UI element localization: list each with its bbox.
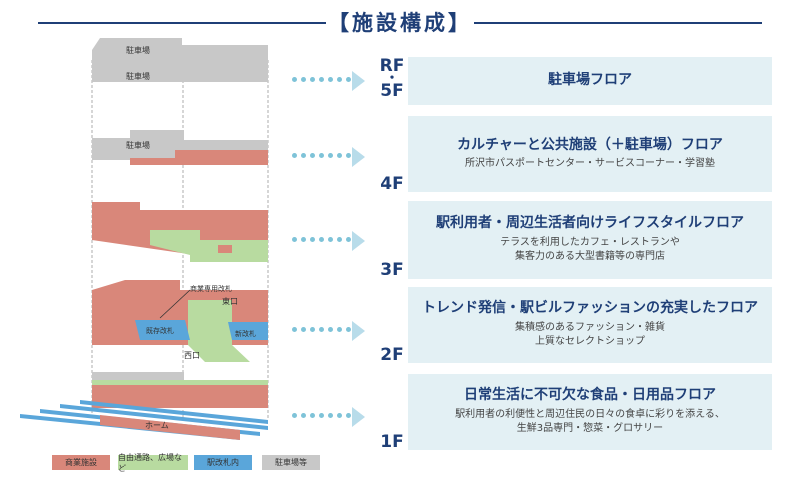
- arrow-4f: [352, 147, 365, 167]
- floor-description-line: テラスを利用したカフェ・レストランや: [500, 236, 680, 248]
- header-rule-right: [474, 22, 762, 24]
- arrow-rf-5f: [352, 71, 365, 91]
- legend-free-passage: 自由通路、広場など: [118, 453, 188, 473]
- connector-2f: [292, 327, 355, 332]
- 2f-gate-area-east: [228, 322, 268, 340]
- floor-box-2f: トレンド発信・駅ビルファッションの充実したフロア 集積感のあるファッション・雑貨…: [408, 287, 772, 363]
- floor-title: 駐車場フロア: [548, 72, 632, 89]
- floor-description-line: 生鮮3品専門・惣菜・グロサリー: [516, 423, 664, 435]
- floor-box-3f: 駅利用者・周辺生活者向けライフスタイルフロア テラスを利用したカフェ・レストラン…: [408, 201, 772, 279]
- 4f-commercial: [130, 150, 268, 165]
- floor-label-2f: 2F: [380, 345, 404, 365]
- 2f-free-passage: [188, 300, 250, 362]
- west-exit-label: 西口: [184, 351, 200, 360]
- floor-label-4f: 4F: [380, 174, 404, 194]
- floor-description-line: 上質なセレクトショップ: [535, 336, 645, 348]
- commercial-gate-label: 商業専用改札: [190, 284, 232, 293]
- arrow-2f: [352, 321, 365, 341]
- floor-title: 日常生活に不可欠な食品・日用品フロア: [464, 387, 716, 404]
- floor-description: テラスを利用したカフェ・レストランや 集客力のある大型書籍等の専門店: [500, 236, 680, 265]
- 3f-terrace-void: [218, 245, 232, 253]
- floor-title: トレンド発信・駅ビルファッションの充実したフロア: [422, 300, 758, 317]
- 1f-free-passage: [92, 380, 268, 385]
- 5f-parking-label: 駐車場: [126, 71, 150, 81]
- floor-description-line: 所沢市パスポートセンター・サービスコーナー・学習塾: [465, 158, 715, 169]
- 4f-parking-label: 駐車場: [126, 140, 150, 150]
- floor-box-4f: カルチャーと公共施設（＋駐車場）フロア 所沢市パスポートセンター・サービスコーナ…: [408, 116, 772, 192]
- connector-rf-5f: [292, 77, 355, 82]
- legend-parking: 駐車場等: [262, 455, 320, 470]
- floor-label-dot: ・: [385, 71, 399, 86]
- floor-description: 駅利用者の利便性と周辺住民の日々の食卓に彩りを添える、 生鮮3品専門・惣菜・グロ…: [455, 408, 725, 437]
- floor-description: 集積感のあるファッション・雑貨 上質なセレクトショップ: [515, 321, 665, 350]
- rf-parking-label: 駐車場: [126, 45, 150, 55]
- commercial-gate-leader: [159, 289, 191, 319]
- existing-gate-label: 既存改札: [146, 326, 174, 335]
- platform-label: ホーム: [145, 421, 169, 430]
- floor-description-line: 集積感のあるファッション・雑貨: [515, 321, 665, 333]
- page-title: 【施設構成】: [328, 11, 472, 35]
- arrow-3f: [352, 231, 365, 251]
- east-exit-label: 東口: [222, 296, 238, 306]
- 5f-parking: [92, 68, 268, 82]
- platform: [100, 415, 240, 440]
- floor-box-rf-5f: 駐車場フロア: [408, 57, 772, 105]
- 1f-commercial: [92, 385, 268, 408]
- floor-label-rf: RF: [379, 56, 405, 76]
- floor-label-3f: 3F: [380, 260, 404, 280]
- connector-4f: [292, 153, 355, 158]
- floor-box-1f: 日常生活に不可欠な食品・日用品フロア 駅利用者の利便性と周辺住民の日々の食卓に彩…: [408, 374, 772, 450]
- floor-label-1f: 1F: [380, 432, 404, 452]
- floor-description: 所沢市パスポートセンター・サービスコーナー・学習塾: [465, 157, 715, 172]
- new-gate-label: 新改札: [235, 329, 256, 338]
- legend-commercial: 商業施設: [52, 455, 110, 470]
- header-rule-left: [38, 22, 326, 24]
- floor-title: カルチャーと公共施設（＋駐車場）フロア: [457, 136, 723, 153]
- floor-description-line: 駅利用者の利便性と周辺住民の日々の食卓に彩りを添える、: [455, 408, 725, 420]
- floor-label-rf-5f: RF ・ 5F: [370, 56, 414, 101]
- floor-title: 駅利用者・周辺生活者向けライフスタイルフロア: [436, 215, 744, 232]
- rf-parking-top: [92, 38, 268, 62]
- arrow-1f: [352, 407, 365, 427]
- floor-description-line: 集客力のある大型書籍等の専門店: [515, 251, 665, 263]
- connector-3f: [292, 237, 355, 242]
- connector-1f: [292, 413, 355, 418]
- 2f-gate-area: [135, 320, 190, 340]
- 3f-terrace: [150, 230, 268, 262]
- floor-label-5f: 5F: [380, 81, 404, 101]
- legend-station-gate: 駅改札内: [194, 455, 252, 470]
